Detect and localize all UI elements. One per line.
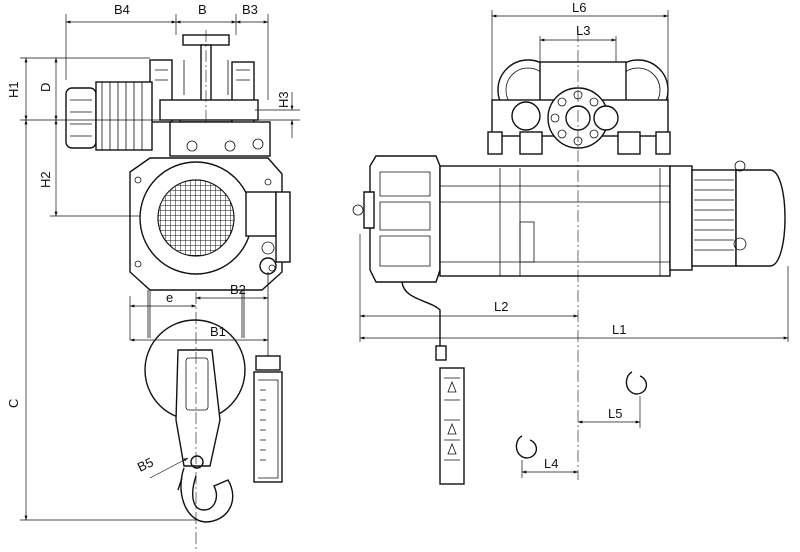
control-pendant-front [401,281,465,485]
hook-positions [515,371,647,459]
dimensions-front [359,10,789,478]
label-B5: B5 [135,454,156,474]
label-L4: L4 [544,456,558,471]
hoist-body-front [352,155,786,283]
label-B1: B1 [210,324,226,339]
label-C: C [6,399,21,408]
label-B: B [198,2,207,17]
limit-switch [275,191,291,263]
hoist-motor-housing [129,157,283,291]
label-B4: B4 [114,2,130,17]
gearbox [169,121,271,157]
label-H3: H3 [276,91,291,108]
hook-block [144,319,246,523]
travel-motor [65,81,153,151]
label-e: e [166,290,173,305]
side-view: B4 B B3 H1 D H3 H2 C e B2 B1 B5 [6,2,300,552]
label-L3: L3 [576,23,590,38]
front-view: L6 L3 L2 L1 L5 L4 [352,0,789,485]
label-L2: L2 [494,299,508,314]
label-L6: L6 [572,0,586,15]
trolley-front [487,59,671,155]
label-B3: B3 [242,2,258,17]
label-L1: L1 [612,322,626,337]
label-L5: L5 [608,406,622,421]
label-H2: H2 [38,171,53,188]
label-D: D [38,83,53,92]
control-pendant-side [253,272,283,483]
dimensions-side [20,14,300,521]
label-H1: H1 [6,81,21,98]
label-B2: B2 [230,282,246,297]
